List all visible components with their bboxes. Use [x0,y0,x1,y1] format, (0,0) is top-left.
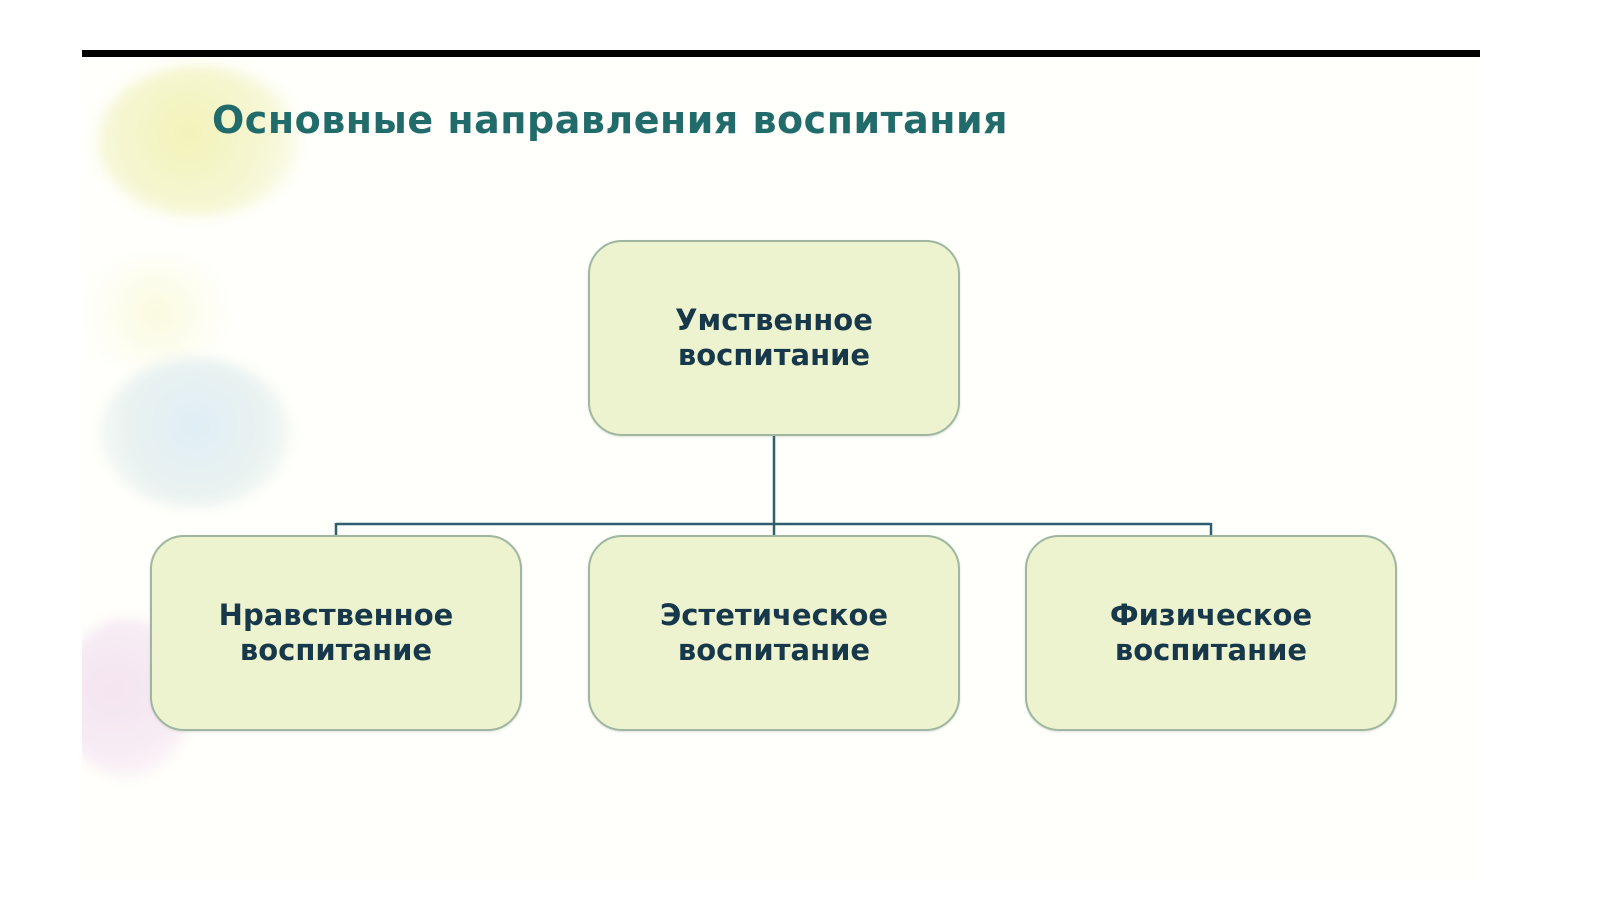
node-label: Физическое воспитание [1109,598,1313,667]
node-label: Умственное воспитание [675,303,873,372]
yellow-balloon-decoration [98,66,298,216]
slide-background [82,58,1480,880]
node-aesthetic-education: Эстетическое воспитание [588,535,960,731]
slide-title: Основные направления воспитания [212,98,1009,142]
node-physical-education: Физическое воспитание [1025,535,1397,731]
node-label: Нравственное воспитание [218,598,454,667]
node-mental-education: Умственное воспитание [588,240,960,436]
yellow-glow-decoration [82,258,232,368]
node-moral-education: Нравственное воспитание [150,535,522,731]
top-rule [82,50,1480,57]
blue-balloon-decoration [100,358,290,508]
node-label: Эстетическое воспитание [659,598,889,667]
